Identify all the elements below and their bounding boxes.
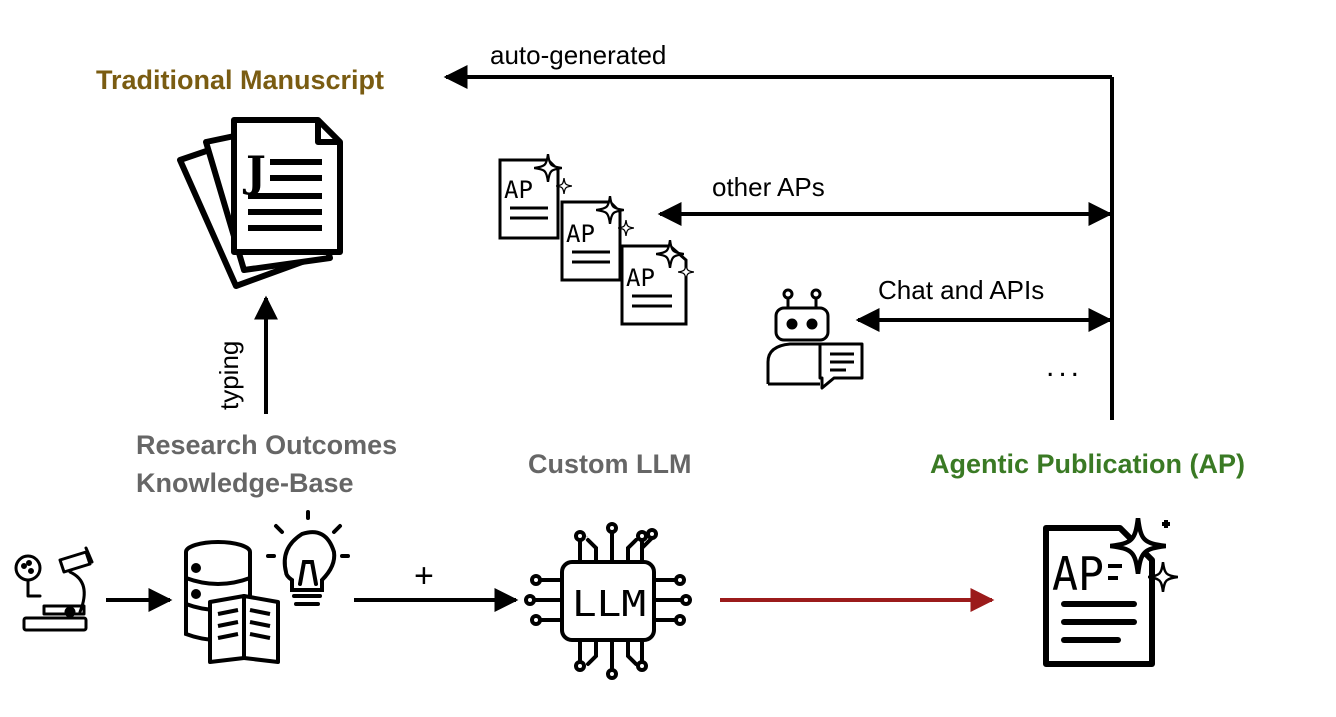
auto-generated-label: auto-generated bbox=[490, 40, 666, 70]
custom-llm-title: Custom LLM bbox=[528, 449, 691, 479]
chat-and-apis-label: Chat and APIs bbox=[878, 275, 1044, 305]
llm-chip-icon bbox=[524, 522, 692, 680]
ap-stack-icon: AP AP AP bbox=[498, 154, 694, 326]
manuscript-stack-icon bbox=[177, 117, 343, 289]
microscope-icon bbox=[14, 546, 94, 632]
traditional-manuscript-title: Traditional Manuscript bbox=[96, 65, 384, 95]
ellipsis-label: ... bbox=[1046, 350, 1083, 383]
chat-bubble-icon bbox=[818, 342, 864, 390]
lightbulb-icon bbox=[266, 510, 350, 606]
book-icon bbox=[208, 594, 280, 664]
ap-doc-small-2-text: AP bbox=[566, 220, 595, 248]
llm-chip-text: LLM bbox=[572, 584, 646, 625]
other-aps-label: other APs bbox=[712, 172, 825, 202]
feedback-lines bbox=[106, 65, 1114, 612]
research-outcomes-title-line2: Knowledge-Base bbox=[136, 468, 354, 498]
small-plus-icon bbox=[1162, 520, 1170, 528]
ap-document-text: AP bbox=[1052, 547, 1104, 601]
typing-label: typing bbox=[214, 341, 244, 410]
ap-doc-small-3-text: AP bbox=[626, 264, 655, 292]
ap-doc-small-1-text: AP bbox=[504, 176, 533, 204]
robot-icon bbox=[766, 288, 830, 386]
research-outcomes-title-line1: Research Outcomes bbox=[136, 430, 397, 460]
ap-doc-small-1 bbox=[498, 158, 560, 240]
ap-doc-small-2 bbox=[560, 200, 622, 282]
agentic-publication-title: Agentic Publication (AP) bbox=[930, 449, 1245, 479]
plus-sign: + bbox=[414, 557, 434, 595]
ap-document-icon bbox=[1043, 525, 1155, 667]
journal-letter: J bbox=[242, 147, 266, 196]
ap-document-dash-lines bbox=[1108, 564, 1122, 580]
